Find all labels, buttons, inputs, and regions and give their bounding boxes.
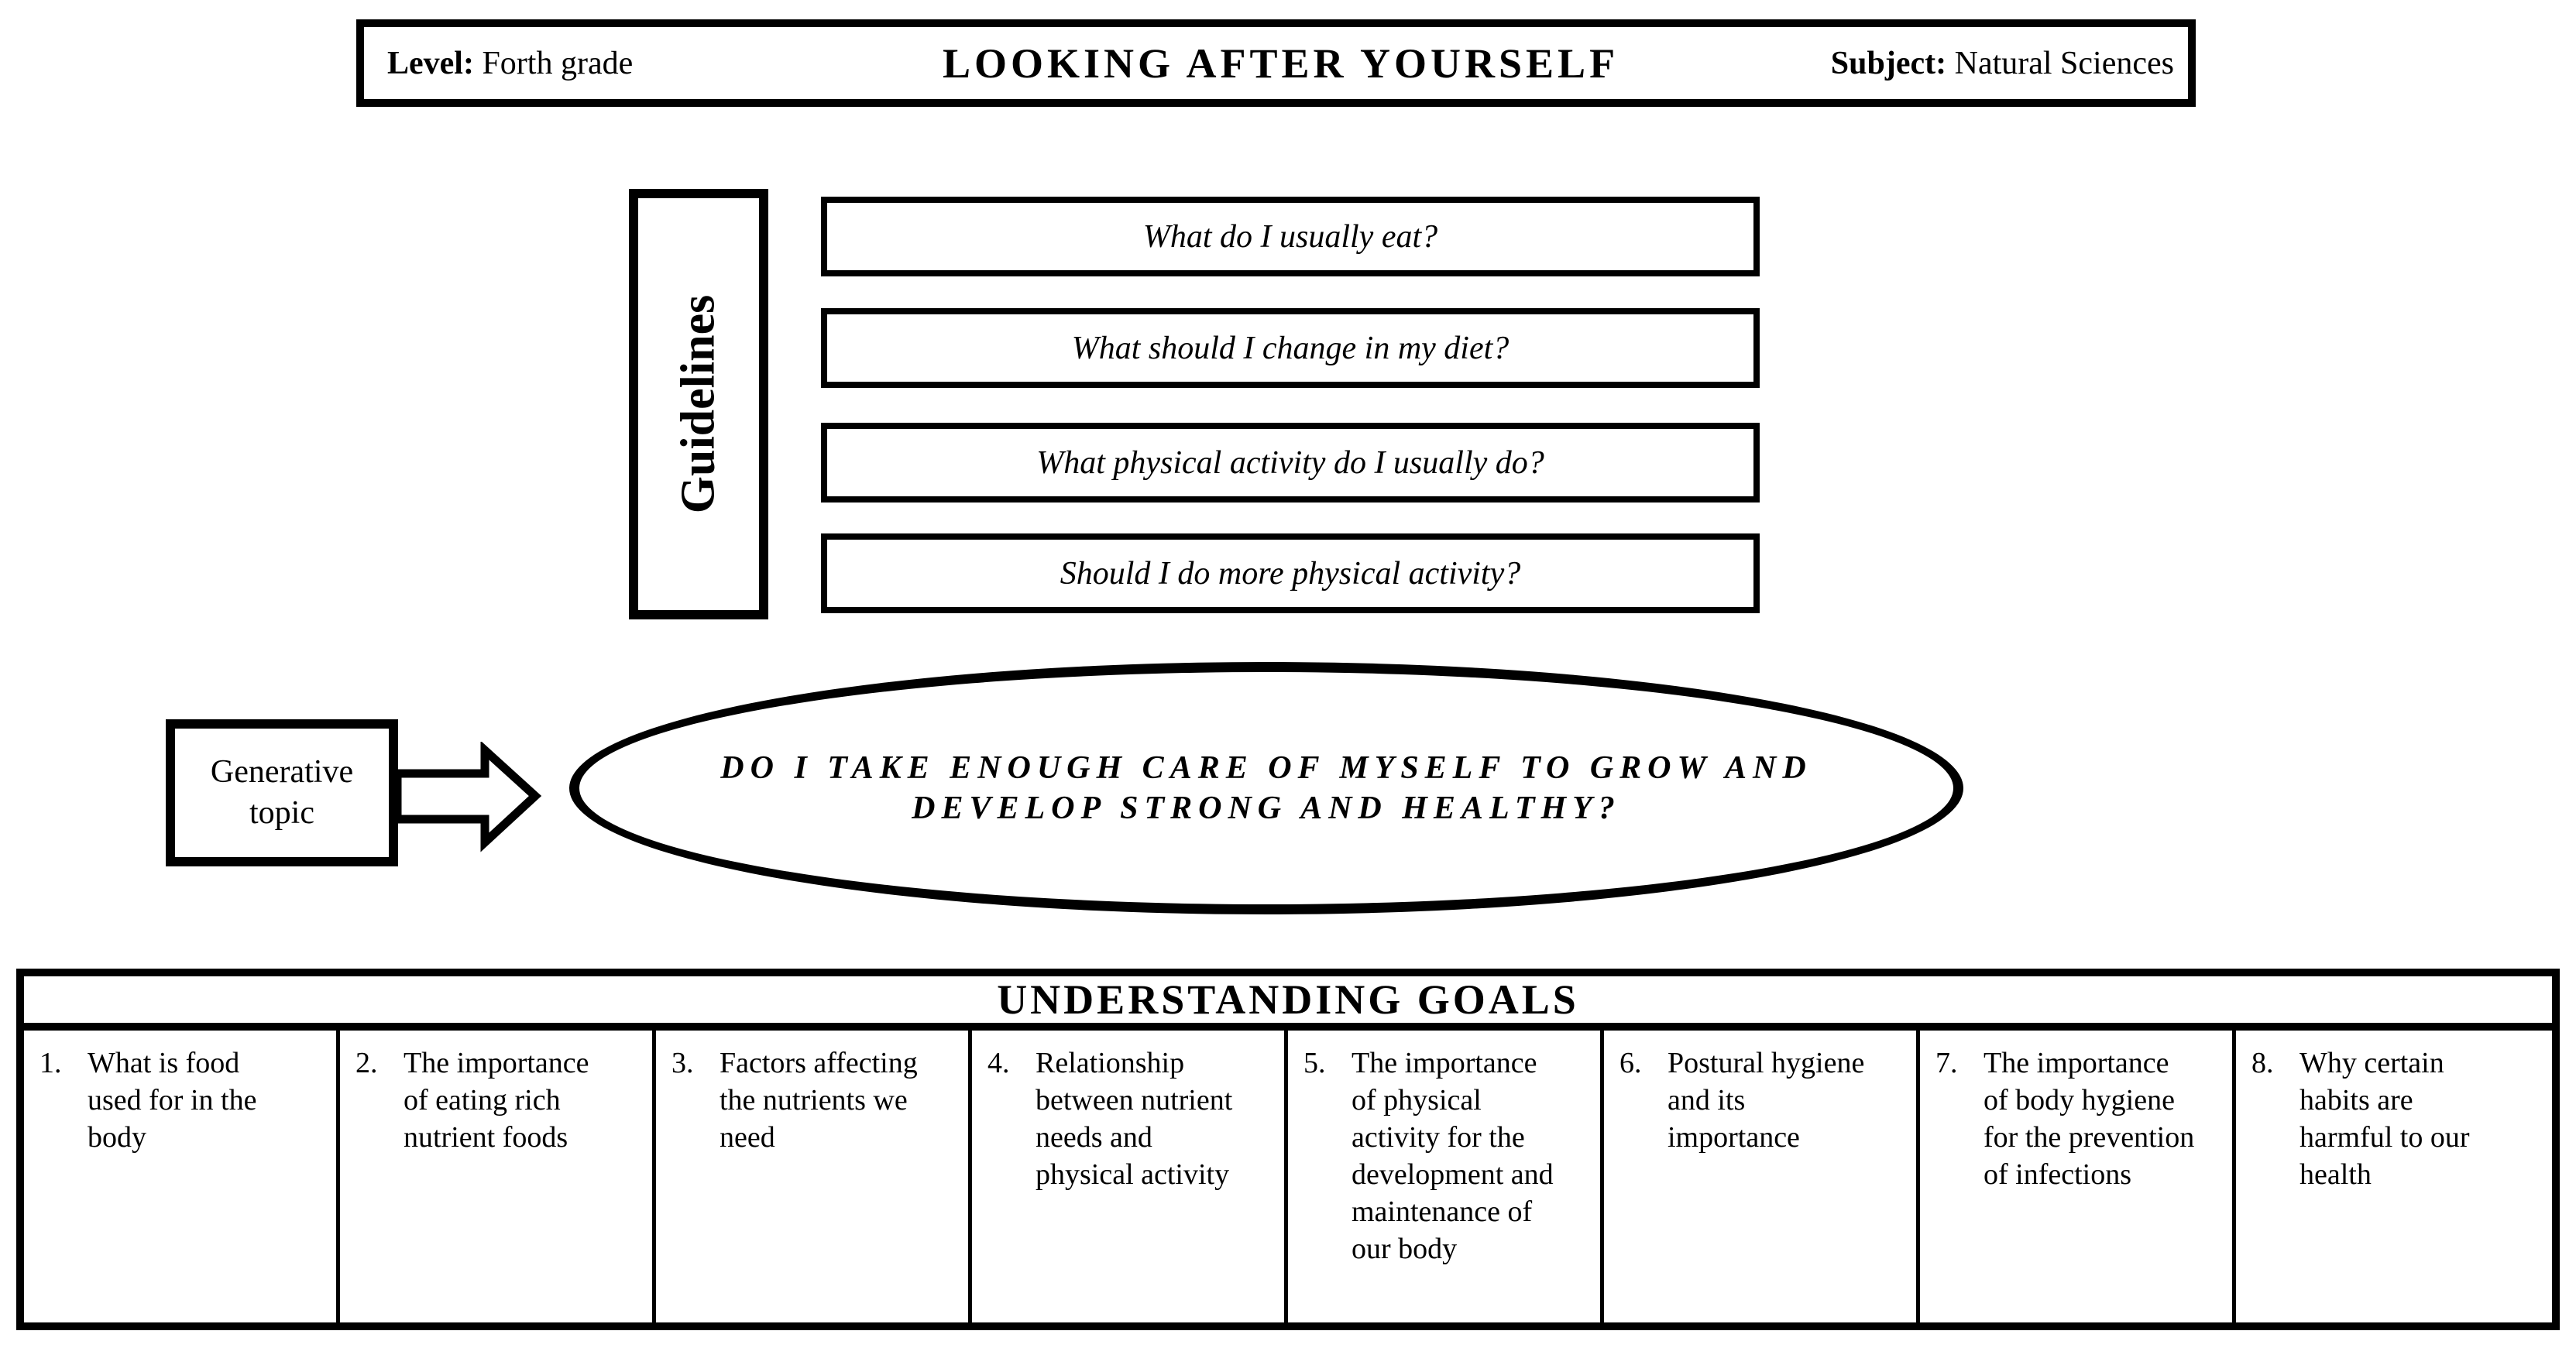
goal-number: 8. <box>2251 1047 2274 1079</box>
guideline-question-2: What should I change in my diet? <box>821 308 1760 388</box>
goal-text: The importance of eating rich nutrient f… <box>404 1047 589 1154</box>
goal-cell-7: 7. The importance of body hygiene for th… <box>1920 1031 2236 1322</box>
goal-number: 7. <box>1935 1047 1958 1079</box>
guideline-question-3: What physical activity do I usually do? <box>821 423 1760 502</box>
guideline-question-1: What do I usually eat? <box>821 197 1760 276</box>
guidelines-label: Guidelines <box>671 294 725 514</box>
goal-text: The importance of physical activity for … <box>1352 1047 1554 1265</box>
goal-cell-2: 2. The importance of eating rich nutrien… <box>340 1031 656 1322</box>
goal-text: Relationship between nutrient needs and … <box>1036 1047 1233 1191</box>
goal-cell-1: 1. What is food used for in the body <box>24 1031 340 1322</box>
goal-cell-4: 4. Relationship between nutrient needs a… <box>972 1031 1288 1322</box>
understanding-goals-table: UNDERSTANDING GOALS 1. What is food used… <box>16 969 2560 1330</box>
generative-topic-box: Generative topic <box>166 719 398 866</box>
goal-text: The importance of body hygiene for the p… <box>1984 1047 2195 1191</box>
level-label: Level: <box>387 45 474 81</box>
goal-number: 2. <box>355 1047 378 1079</box>
subject-label: Subject: <box>1830 45 1947 81</box>
goal-cell-3: 3. Factors affecting the nutrients we ne… <box>656 1031 972 1322</box>
central-question-ellipse: DO I TAKE ENOUGH CARE OF MYSELF TO GROW … <box>569 662 1963 914</box>
goal-number: 3. <box>671 1047 694 1079</box>
goal-number: 4. <box>987 1047 1010 1079</box>
header-box: Level: Forth grade LOOKING AFTER YOURSEL… <box>356 19 2196 107</box>
goal-number: 1. <box>39 1047 62 1079</box>
central-question-text: DO I TAKE ENOUGH CARE OF MYSELF TO GROW … <box>720 750 1812 826</box>
goal-text: Why certain habits are harmful to our he… <box>2300 1047 2470 1191</box>
goal-number: 5. <box>1303 1047 1326 1079</box>
goal-cell-8: 8. Why certain habits are harmful to our… <box>2236 1031 2552 1322</box>
subject-value: Natural Sciences <box>1954 45 2174 81</box>
subject-field: Subject: Natural Sciences <box>1619 45 2174 82</box>
page-title: LOOKING AFTER YOURSELF <box>942 39 1619 87</box>
level-field: Level: Forth grade <box>387 45 943 82</box>
guideline-question-4: Should I do more physical activity? <box>821 533 1760 613</box>
goal-cell-6: 6. Postural hygiene and its importance <box>1604 1031 1920 1322</box>
goal-text: Postural hygiene and its importance <box>1668 1047 1865 1154</box>
goal-cell-5: 5. The importance of physical activity f… <box>1288 1031 1604 1322</box>
level-value: Forth grade <box>482 45 634 81</box>
guidelines-box: Guidelines <box>629 189 768 619</box>
goal-text: Factors affecting the nutrients we need <box>720 1047 918 1154</box>
goal-number: 6. <box>1619 1047 1642 1079</box>
understanding-goals-title: UNDERSTANDING GOALS <box>24 976 2552 1031</box>
goal-text: What is food used for in the body <box>88 1047 257 1154</box>
right-arrow-icon <box>393 742 542 852</box>
